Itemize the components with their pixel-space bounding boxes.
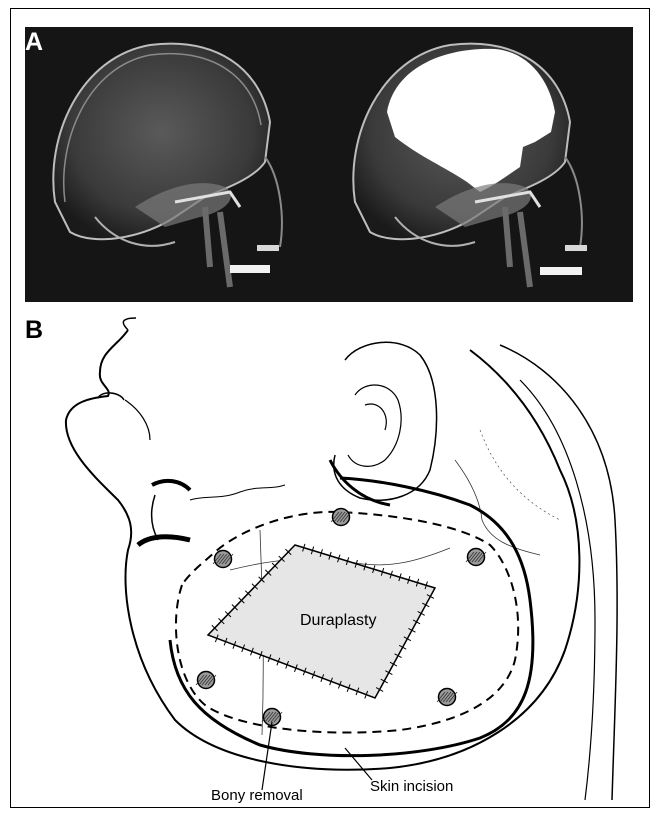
ear — [334, 342, 437, 500]
skin-incision-label: Skin incision — [370, 778, 453, 795]
skin-incision-leader — [345, 748, 372, 780]
eyebrow — [152, 481, 190, 490]
bony-removal-label: Bony removal — [211, 787, 303, 804]
bony-removal-leader — [262, 722, 272, 790]
duraplasty-label: Duraplasty — [300, 612, 376, 630]
eyelash — [138, 537, 190, 545]
